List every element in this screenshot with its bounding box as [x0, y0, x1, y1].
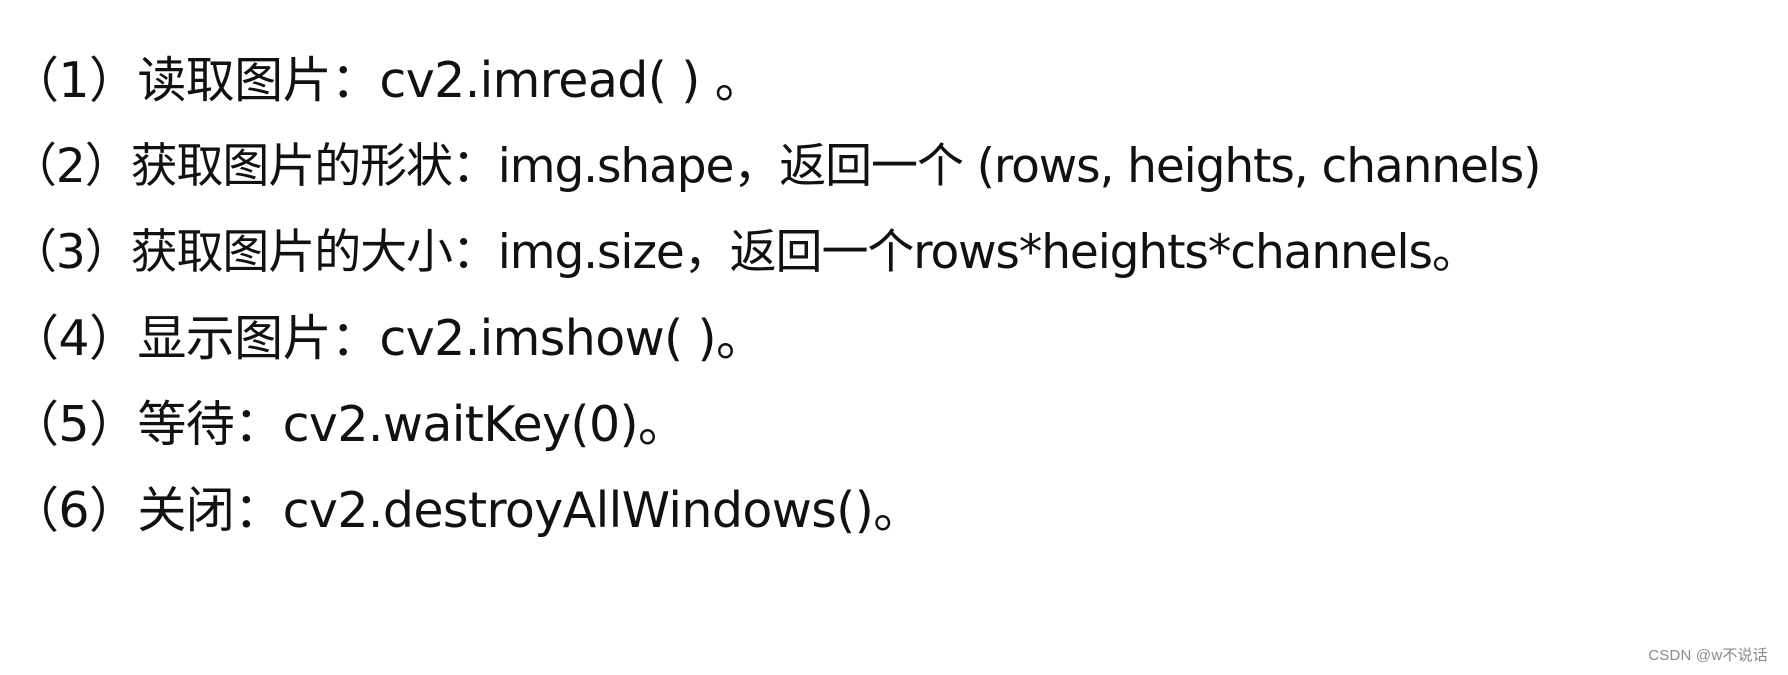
instruction-list: （1）读取图片：cv2.imread( ) 。 （2）获取图片的形状：img.s… — [10, 38, 1785, 554]
instruction-line-show-image: （4）显示图片：cv2.imshow( )。 — [10, 310, 765, 367]
instruction-line-wait-key: （5）等待：cv2.waitKey(0)。 — [10, 396, 687, 453]
instruction-line-get-size: （3）获取图片的大小：img.size，返回一个rows*heights*cha… — [10, 225, 1479, 280]
csdn-watermark: CSDN @w不说话 — [1648, 647, 1768, 664]
instruction-line-get-shape: （2）获取图片的形状：img.shape，返回一个 (rows, heights… — [10, 139, 1541, 194]
instruction-line-destroy-windows: （6）关闭：cv2.destroyAllWindows()。 — [10, 482, 922, 539]
instruction-line-read-image: （1）读取图片：cv2.imread( ) 。 — [10, 52, 764, 109]
